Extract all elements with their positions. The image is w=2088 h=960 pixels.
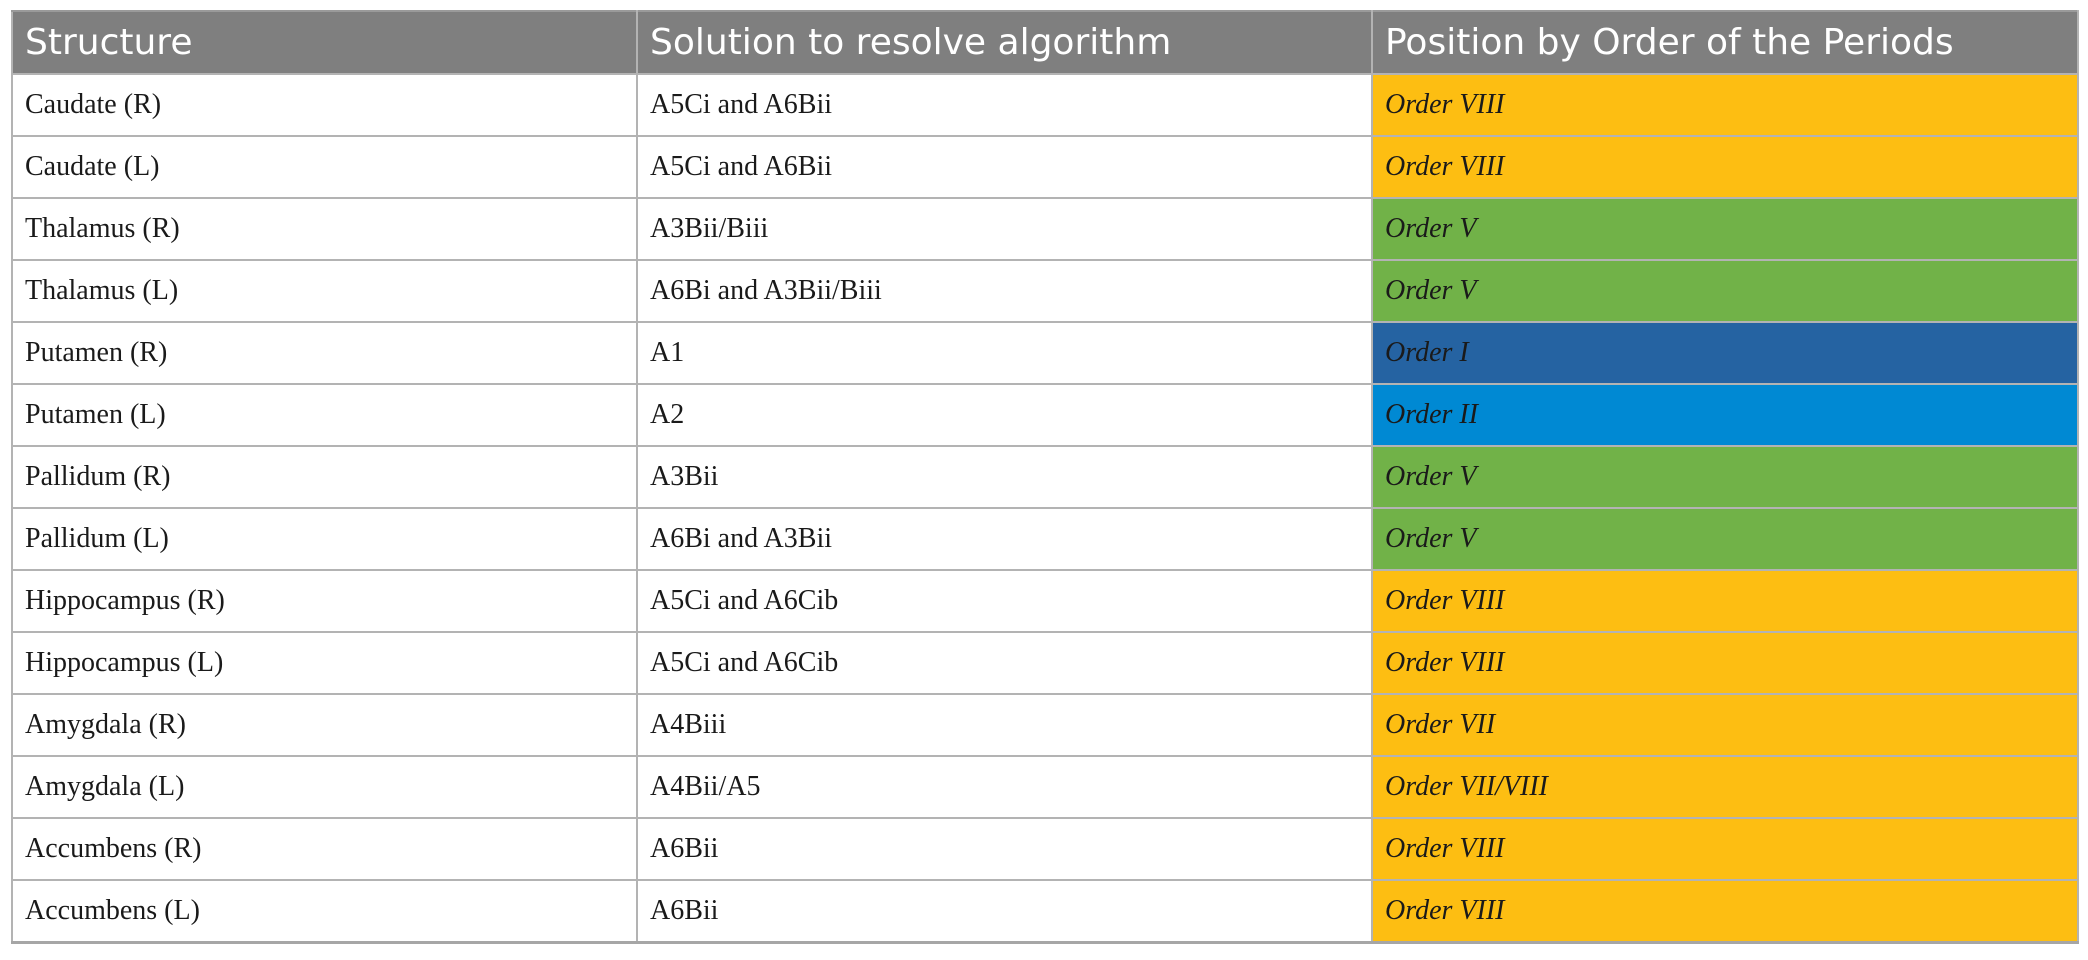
cell-solution: A5Ci and A6Cib: [636, 631, 1373, 695]
cell-structure: Pallidum (L): [11, 507, 638, 571]
cell-order-position: Order VII: [1371, 693, 2079, 757]
cell-structure: Amygdala (R): [11, 693, 638, 757]
cell-solution: A3Bii: [636, 445, 1373, 509]
cell-order-position: Order VIII: [1371, 817, 2079, 881]
cell-order-position: Order VII/VIII: [1371, 755, 2079, 819]
cell-order-position: Order VIII: [1371, 135, 2079, 199]
cell-structure: Accumbens (R): [11, 817, 638, 881]
header-solution: Solution to resolve algorithm: [636, 10, 1373, 75]
cell-structure: Caudate (R): [11, 73, 638, 137]
header-position: Position by Order of the Periods: [1371, 10, 2079, 75]
cell-solution: A1: [636, 321, 1373, 385]
cell-solution: A2: [636, 383, 1373, 447]
cell-order-position: Order VIII: [1371, 631, 2079, 695]
cell-solution: A5Ci and A6Bii: [636, 135, 1373, 199]
cell-order-position: Order I: [1371, 321, 2079, 385]
cell-solution: A6Bii: [636, 879, 1373, 944]
cell-structure: Accumbens (L): [11, 879, 638, 944]
cell-solution: A6Bi and A3Bii/Biii: [636, 259, 1373, 323]
cell-solution: A5Ci and A6Cib: [636, 569, 1373, 633]
cell-order-position: Order VIII: [1371, 569, 2079, 633]
cell-order-position: Order V: [1371, 197, 2079, 261]
cell-structure: Thalamus (L): [11, 259, 638, 323]
cell-structure: Thalamus (R): [11, 197, 638, 261]
cell-solution: A5Ci and A6Bii: [636, 73, 1373, 137]
cell-structure: Caudate (L): [11, 135, 638, 199]
cell-solution: A4Biii: [636, 693, 1373, 757]
cell-solution: A6Bi and A3Bii: [636, 507, 1373, 571]
cell-structure: Hippocampus (L): [11, 631, 638, 695]
cell-structure: Amygdala (L): [11, 755, 638, 819]
structure-order-table-container: Structure Solution to resolve algorithm …: [11, 10, 2079, 944]
cell-order-position: Order V: [1371, 259, 2079, 323]
cell-structure: Pallidum (R): [11, 445, 638, 509]
cell-solution: A6Bii: [636, 817, 1373, 881]
cell-order-position: Order VIII: [1371, 73, 2079, 137]
cell-order-position: Order VIII: [1371, 879, 2079, 944]
cell-order-position: Order II: [1371, 383, 2079, 447]
structure-order-table: Structure Solution to resolve algorithm …: [11, 10, 2079, 944]
cell-structure: Putamen (R): [11, 321, 638, 385]
table-header-row: Structure Solution to resolve algorithm …: [11, 10, 2079, 75]
cell-solution: A4Bii/A5: [636, 755, 1373, 819]
cell-solution: A3Bii/Biii: [636, 197, 1373, 261]
cell-order-position: Order V: [1371, 445, 2079, 509]
cell-structure: Hippocampus (R): [11, 569, 638, 633]
cell-order-position: Order V: [1371, 507, 2079, 571]
cell-structure: Putamen (L): [11, 383, 638, 447]
header-structure: Structure: [11, 10, 638, 75]
